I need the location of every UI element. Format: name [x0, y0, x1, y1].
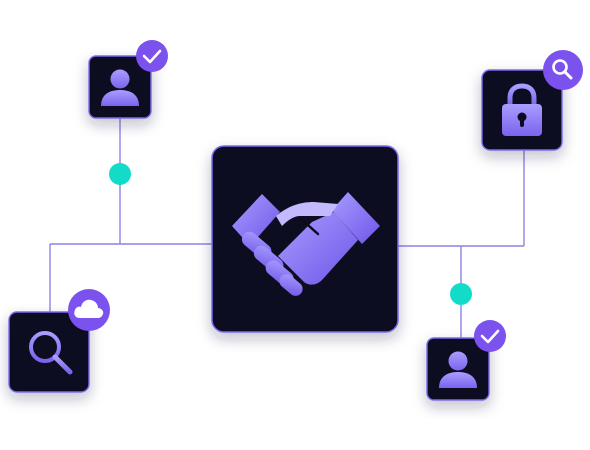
node-user-bottom [426, 320, 506, 401]
lock-icon [502, 83, 542, 136]
cloud-badge [68, 289, 110, 331]
cloud-icon [74, 299, 104, 318]
node-user-top [88, 40, 168, 119]
junction-dot-bottom [450, 283, 472, 305]
handshake-icon [232, 192, 380, 296]
verified-badge [474, 320, 506, 352]
center-node [211, 145, 399, 333]
search-badge [543, 50, 583, 90]
user-icon [101, 69, 139, 106]
search-icon [552, 59, 573, 80]
search-icon [29, 331, 73, 375]
check-icon [480, 329, 500, 344]
node-search [8, 289, 110, 393]
verified-badge [136, 40, 168, 72]
junction-dot-top [109, 163, 131, 185]
node-lock [481, 50, 583, 151]
user-icon [439, 351, 477, 388]
check-icon [142, 49, 162, 64]
